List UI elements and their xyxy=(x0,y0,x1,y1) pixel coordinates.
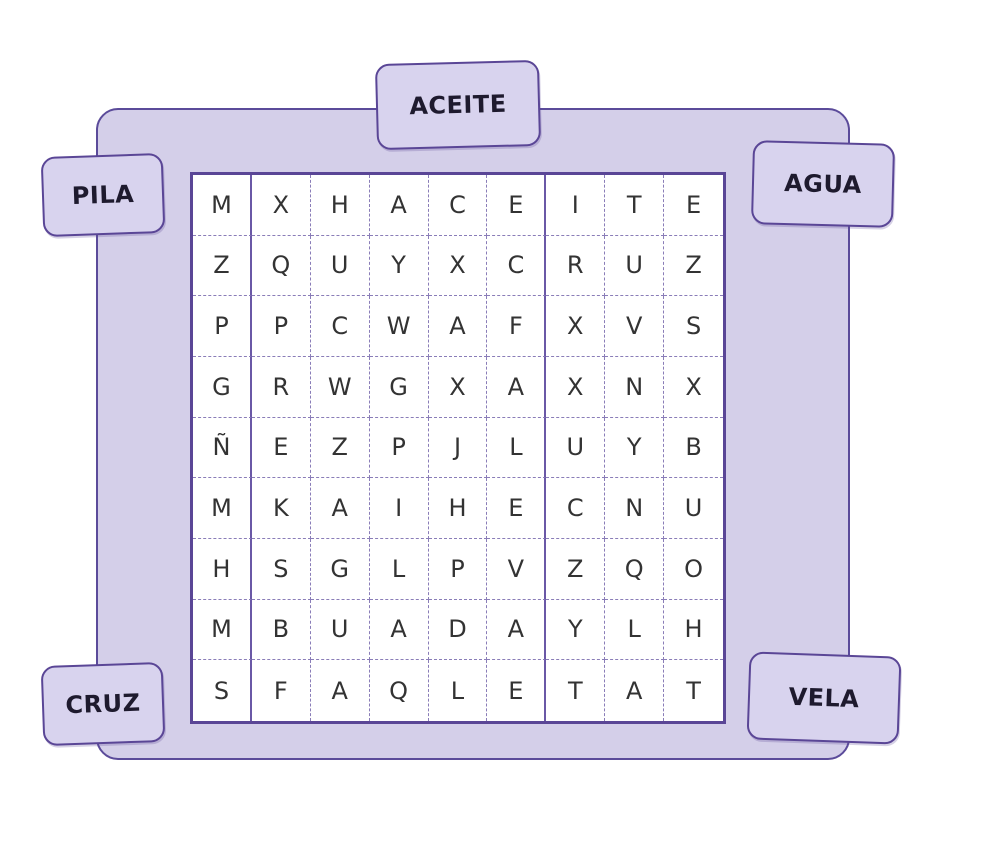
grid-cell[interactable]: Z xyxy=(664,236,723,297)
grid-cell[interactable]: G xyxy=(193,357,252,418)
grid-cell[interactable]: M xyxy=(193,175,252,236)
grid-cell[interactable]: I xyxy=(546,175,606,236)
word-tag-cruz: CRUZ xyxy=(40,661,166,747)
grid-cell[interactable]: O xyxy=(664,539,723,600)
grid-cell[interactable]: L xyxy=(605,599,665,661)
grid-cell[interactable]: A xyxy=(487,357,547,418)
grid-cell[interactable]: Y xyxy=(605,417,665,479)
grid-cell[interactable]: Ñ xyxy=(193,417,252,479)
grid-cell[interactable]: L xyxy=(429,660,488,721)
grid-cell[interactable]: E xyxy=(487,478,547,539)
grid-cell[interactable]: U xyxy=(664,478,723,539)
grid-cell[interactable]: S xyxy=(251,539,311,600)
grid-cell[interactable]: A xyxy=(605,660,665,721)
grid-cell[interactable]: C xyxy=(428,175,488,236)
grid-cell[interactable]: C xyxy=(487,235,547,297)
grid-cell[interactable]: M xyxy=(193,599,252,661)
grid-cell[interactable]: P xyxy=(369,417,429,479)
word-tag-vela: VELA xyxy=(746,651,902,745)
grid-cell[interactable]: K xyxy=(251,478,311,539)
grid-cell[interactable]: V xyxy=(605,296,665,357)
grid-cell[interactable]: X xyxy=(428,235,488,297)
grid-cell[interactable]: X xyxy=(546,357,606,418)
grid-cell[interactable]: L xyxy=(369,539,429,600)
grid-cell[interactable]: E xyxy=(487,660,547,721)
grid-cell[interactable]: I xyxy=(369,478,429,539)
grid-cell[interactable]: P xyxy=(251,296,311,357)
grid-cell[interactable]: M xyxy=(193,478,252,539)
grid-cell[interactable]: U xyxy=(605,235,665,297)
grid-cell[interactable]: Z xyxy=(310,417,370,479)
grid-cell[interactable]: N xyxy=(605,478,665,539)
grid-cell[interactable]: A xyxy=(428,296,488,357)
grid-cell[interactable]: N xyxy=(605,357,665,418)
grid-cell[interactable]: S xyxy=(193,660,252,721)
grid-cell[interactable]: S xyxy=(664,296,723,357)
grid-cell[interactable]: H xyxy=(664,600,723,661)
grid-cell[interactable]: P xyxy=(193,296,252,357)
grid-cell[interactable]: R xyxy=(251,357,311,418)
grid-cell[interactable]: A xyxy=(310,478,370,539)
grid-cell[interactable]: T xyxy=(546,660,606,721)
grid-cell[interactable]: A xyxy=(369,599,429,661)
grid-cell[interactable]: Q xyxy=(251,235,311,297)
grid-cell[interactable]: B xyxy=(251,599,311,661)
grid-cell[interactable]: A xyxy=(369,175,429,236)
grid-cell[interactable]: L xyxy=(487,417,547,479)
grid-cell[interactable]: J xyxy=(428,417,488,479)
word-tag-agua: AGUA xyxy=(750,140,896,228)
grid-cell[interactable]: T xyxy=(605,175,665,236)
grid-cell[interactable]: D xyxy=(428,599,488,661)
grid-cell[interactable]: W xyxy=(369,296,429,357)
grid-cell[interactable]: F xyxy=(252,660,311,721)
grid-cell[interactable]: T xyxy=(686,676,701,705)
grid-cell[interactable]: V xyxy=(487,539,547,600)
grid-cell[interactable]: Q xyxy=(370,660,429,721)
grid-cell[interactable]: H xyxy=(428,478,488,539)
grid-cell[interactable]: A xyxy=(487,599,547,661)
grid-cell[interactable]: U xyxy=(310,599,370,661)
grid-cell[interactable]: X xyxy=(251,175,311,236)
grid-cell[interactable]: B xyxy=(664,418,723,479)
grid-cell[interactable]: C xyxy=(310,296,370,357)
grid-cell[interactable]: W xyxy=(310,357,370,418)
grid-cell[interactable]: Z xyxy=(546,539,606,600)
grid-cell[interactable]: U xyxy=(546,417,606,479)
grid-cell[interactable]: A xyxy=(311,660,370,721)
grid-cell[interactable]: E xyxy=(251,417,311,479)
grid-cell[interactable]: E xyxy=(664,175,723,236)
grid-cell[interactable]: X xyxy=(428,357,488,418)
grid-cell[interactable]: F xyxy=(487,296,547,357)
grid-cell[interactable]: C xyxy=(546,478,606,539)
grid-cell[interactable]: H xyxy=(193,539,252,600)
grid-cell[interactable]: P xyxy=(428,539,488,600)
grid-cell[interactable]: U xyxy=(310,235,370,297)
grid-cell[interactable]: E xyxy=(487,175,547,236)
grid-cell[interactable]: Y xyxy=(369,235,429,297)
grid-cell[interactable]: G xyxy=(369,357,429,418)
grid-cell[interactable]: X xyxy=(664,357,723,418)
grid-cell[interactable]: R xyxy=(546,235,606,297)
word-tag-aceite: ACEITE xyxy=(374,59,542,151)
grid-cell[interactable]: Y xyxy=(546,599,606,661)
grid-cell[interactable]: H xyxy=(310,175,370,236)
grid-cell[interactable]: Q xyxy=(605,539,665,600)
grid-cell[interactable]: X xyxy=(546,296,606,357)
grid-cell[interactable]: G xyxy=(310,539,370,600)
word-tag-pila: PILA xyxy=(40,152,166,238)
grid-cell[interactable]: Z xyxy=(193,235,252,297)
